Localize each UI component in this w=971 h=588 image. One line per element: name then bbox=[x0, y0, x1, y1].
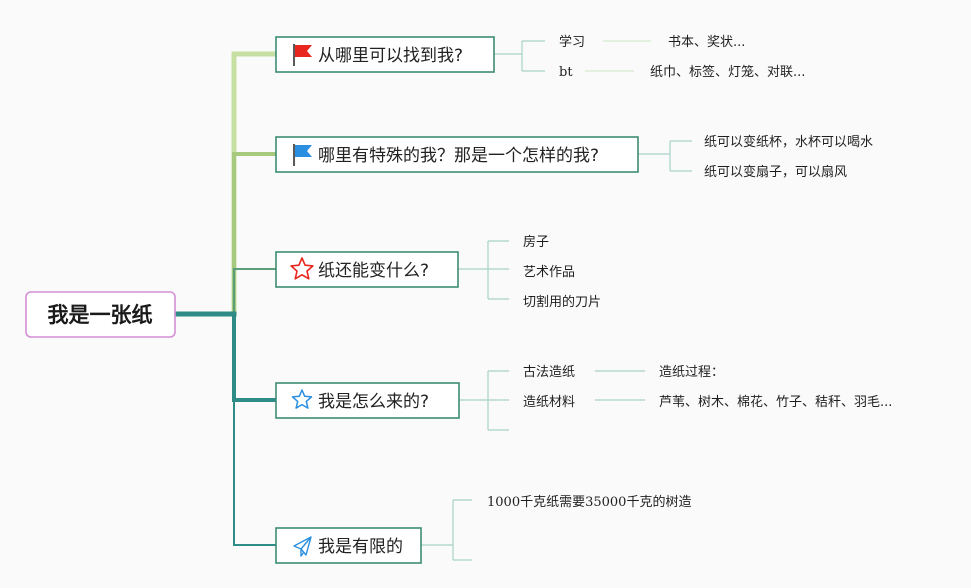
connector-branch-2 bbox=[174, 152, 278, 316]
detail-1-1: 书本、奖状... bbox=[668, 35, 745, 50]
leaf-1-2: bt bbox=[559, 65, 573, 80]
root-node[interactable]: 我是一张纸 bbox=[25, 291, 176, 338]
branch-node-1[interactable]: 从哪里可以找到我? bbox=[275, 36, 495, 73]
branch-node-3[interactable]: 纸还能变什么? bbox=[275, 251, 459, 288]
connector-branch-1 bbox=[173, 51, 279, 317]
red-flag-icon bbox=[293, 44, 312, 66]
detail-4-2: 芦苇、树木、棉花、竹子、秸秆、羽毛... bbox=[659, 394, 892, 410]
trunk-connectors bbox=[173, 51, 279, 546]
leaf-3-1: 房子 bbox=[523, 234, 549, 250]
detail-1-2: 纸巾、标签、灯笼、对联... bbox=[650, 64, 805, 80]
branch-label-1: 从哪里可以找到我? bbox=[318, 46, 463, 66]
branch-label-4: 我是怎么来的? bbox=[318, 392, 429, 412]
leaf-3-3: 切割用的刀片 bbox=[523, 294, 601, 310]
leaf-2-1: 纸可以变纸杯，水杯可以喝水 bbox=[704, 134, 873, 150]
branch-label-3: 纸还能变什么? bbox=[318, 261, 429, 281]
root-label: 我是一张纸 bbox=[48, 303, 153, 327]
connector-branch-3 bbox=[175, 268, 277, 315]
blue-flag-icon bbox=[293, 144, 312, 166]
branch-node-4[interactable]: 我是怎么来的? bbox=[275, 382, 460, 419]
leaf-4-2: 造纸材料 bbox=[523, 395, 575, 410]
connector-branch-4 bbox=[174, 312, 278, 402]
red-star-icon bbox=[290, 257, 314, 280]
branch-label-2: 哪里有特殊的我？那是一个怎样的我? bbox=[318, 146, 599, 166]
leaf-2-2: 纸可以变扇子，可以扇风 bbox=[704, 164, 847, 180]
leaf-1-1: 学习 bbox=[559, 34, 585, 50]
leaf-5-1: 1000千克纸需要35000千克的树造 bbox=[487, 494, 691, 510]
detail-4-1: 造纸过程： bbox=[659, 365, 724, 380]
leaf-connectors bbox=[421, 40, 692, 561]
leaf-3-2: 艺术作品 bbox=[523, 265, 575, 280]
blue-star-icon bbox=[291, 389, 313, 409]
branch-node-2[interactable]: 哪里有特殊的我？那是一个怎样的我? bbox=[275, 136, 639, 173]
paper-plane-icon bbox=[293, 536, 312, 557]
leaf-4-1: 古法造纸 bbox=[523, 365, 575, 380]
connector-branch-5 bbox=[175, 313, 277, 546]
branch-label-5: 我是有限的 bbox=[318, 537, 403, 557]
branch-node-5[interactable]: 我是有限的 bbox=[275, 527, 422, 564]
